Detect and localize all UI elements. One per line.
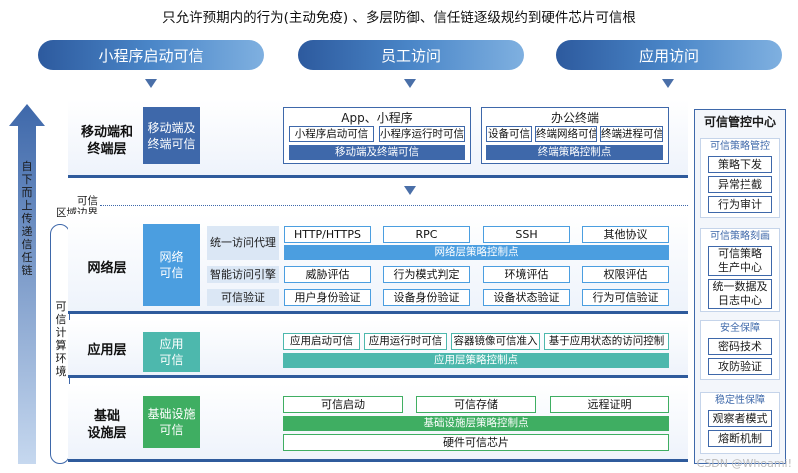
application-trust-square: 应用 可信 bbox=[143, 332, 200, 372]
app-layer-item: 应用启动可信 bbox=[283, 333, 360, 350]
control-group: 稳定性保障 观察者模式 熔断机制 bbox=[700, 392, 780, 454]
header-label: 员工访问 bbox=[380, 46, 441, 65]
control-center-title: 可信管控中心 bbox=[703, 115, 776, 129]
control-group-head: 稳定性保障 bbox=[715, 395, 765, 406]
control-item: 行为审计 bbox=[708, 196, 772, 213]
network-policy-bar: 网络层策略控制点 bbox=[284, 245, 669, 260]
network-row-label: 统一访问代理 bbox=[207, 226, 279, 260]
control-item: 可信策略 生产中心 bbox=[708, 246, 772, 276]
app-layer-item: 应用运行时可信 bbox=[364, 333, 447, 350]
protocol-item: RPC bbox=[383, 226, 470, 243]
down-arrow-icon bbox=[404, 79, 416, 88]
hardware-trust-chip: 硬件可信芯片 bbox=[283, 434, 669, 451]
diagram-title: 只允许预期内的行为(主动免疫) 、多层防御、信任链逐级规约到硬件芯片可信根 bbox=[162, 10, 636, 26]
layer-name-mobile: 移动端和 终端层 bbox=[80, 125, 133, 157]
header-pill-employee: 员工访问 bbox=[298, 40, 524, 70]
control-group-head: 可信策略管控 bbox=[710, 141, 770, 152]
header-label: 应用访问 bbox=[638, 46, 699, 65]
office-group-bar: 终端策略控制点 bbox=[486, 145, 663, 160]
office-item: 终端进程可信 bbox=[600, 126, 663, 142]
trusted-control-center: 可信管控中心 可信策略管控 策略下发 异常拦截 行为审计 可信策略刻画 可信策略… bbox=[694, 109, 786, 464]
engine-item: 行为模式判定 bbox=[383, 266, 470, 283]
network-trust-square: 网络 可信 bbox=[143, 224, 200, 306]
engine-item: 权限评估 bbox=[582, 266, 669, 283]
infrastructure-policy-bar: 基础设施层策略控制点 bbox=[283, 416, 669, 431]
network-row-label: 可信验证 bbox=[207, 289, 279, 306]
engine-item: 环境评估 bbox=[483, 266, 570, 283]
control-item: 策略下发 bbox=[708, 156, 772, 173]
layer-name-infrastructure: 基础 设施层 bbox=[87, 409, 127, 441]
trusted-env-text: 可信计算环境 bbox=[55, 300, 67, 378]
control-item: 密码技术 bbox=[708, 338, 772, 355]
down-arrow-icon bbox=[404, 186, 416, 195]
control-item: 熔断机制 bbox=[708, 430, 772, 447]
watermark: CSDN @Whoami! bbox=[696, 457, 792, 470]
verify-item: 设备身份验证 bbox=[383, 289, 470, 306]
app-layer-item: 容器镜像可信准入 bbox=[451, 333, 540, 350]
header-pill-mini-program: 小程序启动可信 bbox=[38, 40, 264, 70]
control-group: 可信策略刻画 可信策略 生产中心 统一数据及 日志中心 bbox=[700, 228, 780, 312]
control-group: 安全保障 密码技术 攻防验证 bbox=[700, 320, 780, 380]
control-group: 可信策略管控 策略下发 异常拦截 行为审计 bbox=[700, 138, 780, 218]
trust-chain-text: 自下而上传递信任链 bbox=[21, 160, 33, 277]
down-arrow-icon bbox=[145, 79, 157, 88]
control-item: 统一数据及 日志中心 bbox=[708, 279, 772, 309]
protocol-item: 其他协议 bbox=[582, 226, 669, 243]
app-group-bar: 移动端及终端可信 bbox=[289, 145, 465, 160]
up-arrow-icon bbox=[9, 104, 45, 464]
infra-item: 远程证明 bbox=[550, 396, 669, 413]
application-policy-bar: 应用层策略控制点 bbox=[283, 353, 669, 368]
verify-item: 用户身份验证 bbox=[284, 289, 371, 306]
verify-item: 行为可信验证 bbox=[582, 289, 669, 306]
infra-item: 可信启动 bbox=[283, 396, 403, 413]
control-item: 攻防验证 bbox=[708, 358, 772, 375]
engine-item: 威胁评估 bbox=[284, 266, 371, 283]
layer-name-network: 网络层 bbox=[87, 261, 127, 276]
network-row-label: 智能访问引擎 bbox=[207, 266, 279, 283]
mobile-trust-square: 移动端及 终端可信 bbox=[143, 107, 200, 164]
header-label: 小程序启动可信 bbox=[98, 46, 204, 65]
app-item: 小程序启动可信 bbox=[289, 126, 374, 142]
infrastructure-trust-square: 基础设施 可信 bbox=[143, 396, 200, 448]
app-layer-item: 基于应用状态的访问控制 bbox=[544, 333, 669, 350]
app-group-title: App、小程序 bbox=[341, 111, 413, 125]
layer-name-application: 应用层 bbox=[87, 343, 127, 358]
app-item: 小程序运行时可信 bbox=[379, 126, 465, 142]
control-item: 异常拦截 bbox=[708, 176, 772, 193]
office-group-title: 办公终端 bbox=[550, 111, 599, 125]
infra-item: 可信存储 bbox=[416, 396, 536, 413]
down-arrow-icon bbox=[662, 79, 674, 88]
protocol-item: HTTP/HTTPS bbox=[284, 226, 371, 243]
header-pill-application: 应用访问 bbox=[556, 40, 782, 70]
control-group-head: 安全保障 bbox=[720, 323, 760, 334]
trusted-boundary-line bbox=[100, 205, 688, 206]
office-item: 终端网络可信 bbox=[535, 126, 597, 142]
protocol-item: SSH bbox=[483, 226, 570, 243]
control-item: 观察者模式 bbox=[708, 410, 772, 427]
verify-item: 设备状态验证 bbox=[483, 289, 570, 306]
office-item: 设备可信 bbox=[486, 126, 532, 142]
control-group-head: 可信策略刻画 bbox=[710, 231, 770, 242]
